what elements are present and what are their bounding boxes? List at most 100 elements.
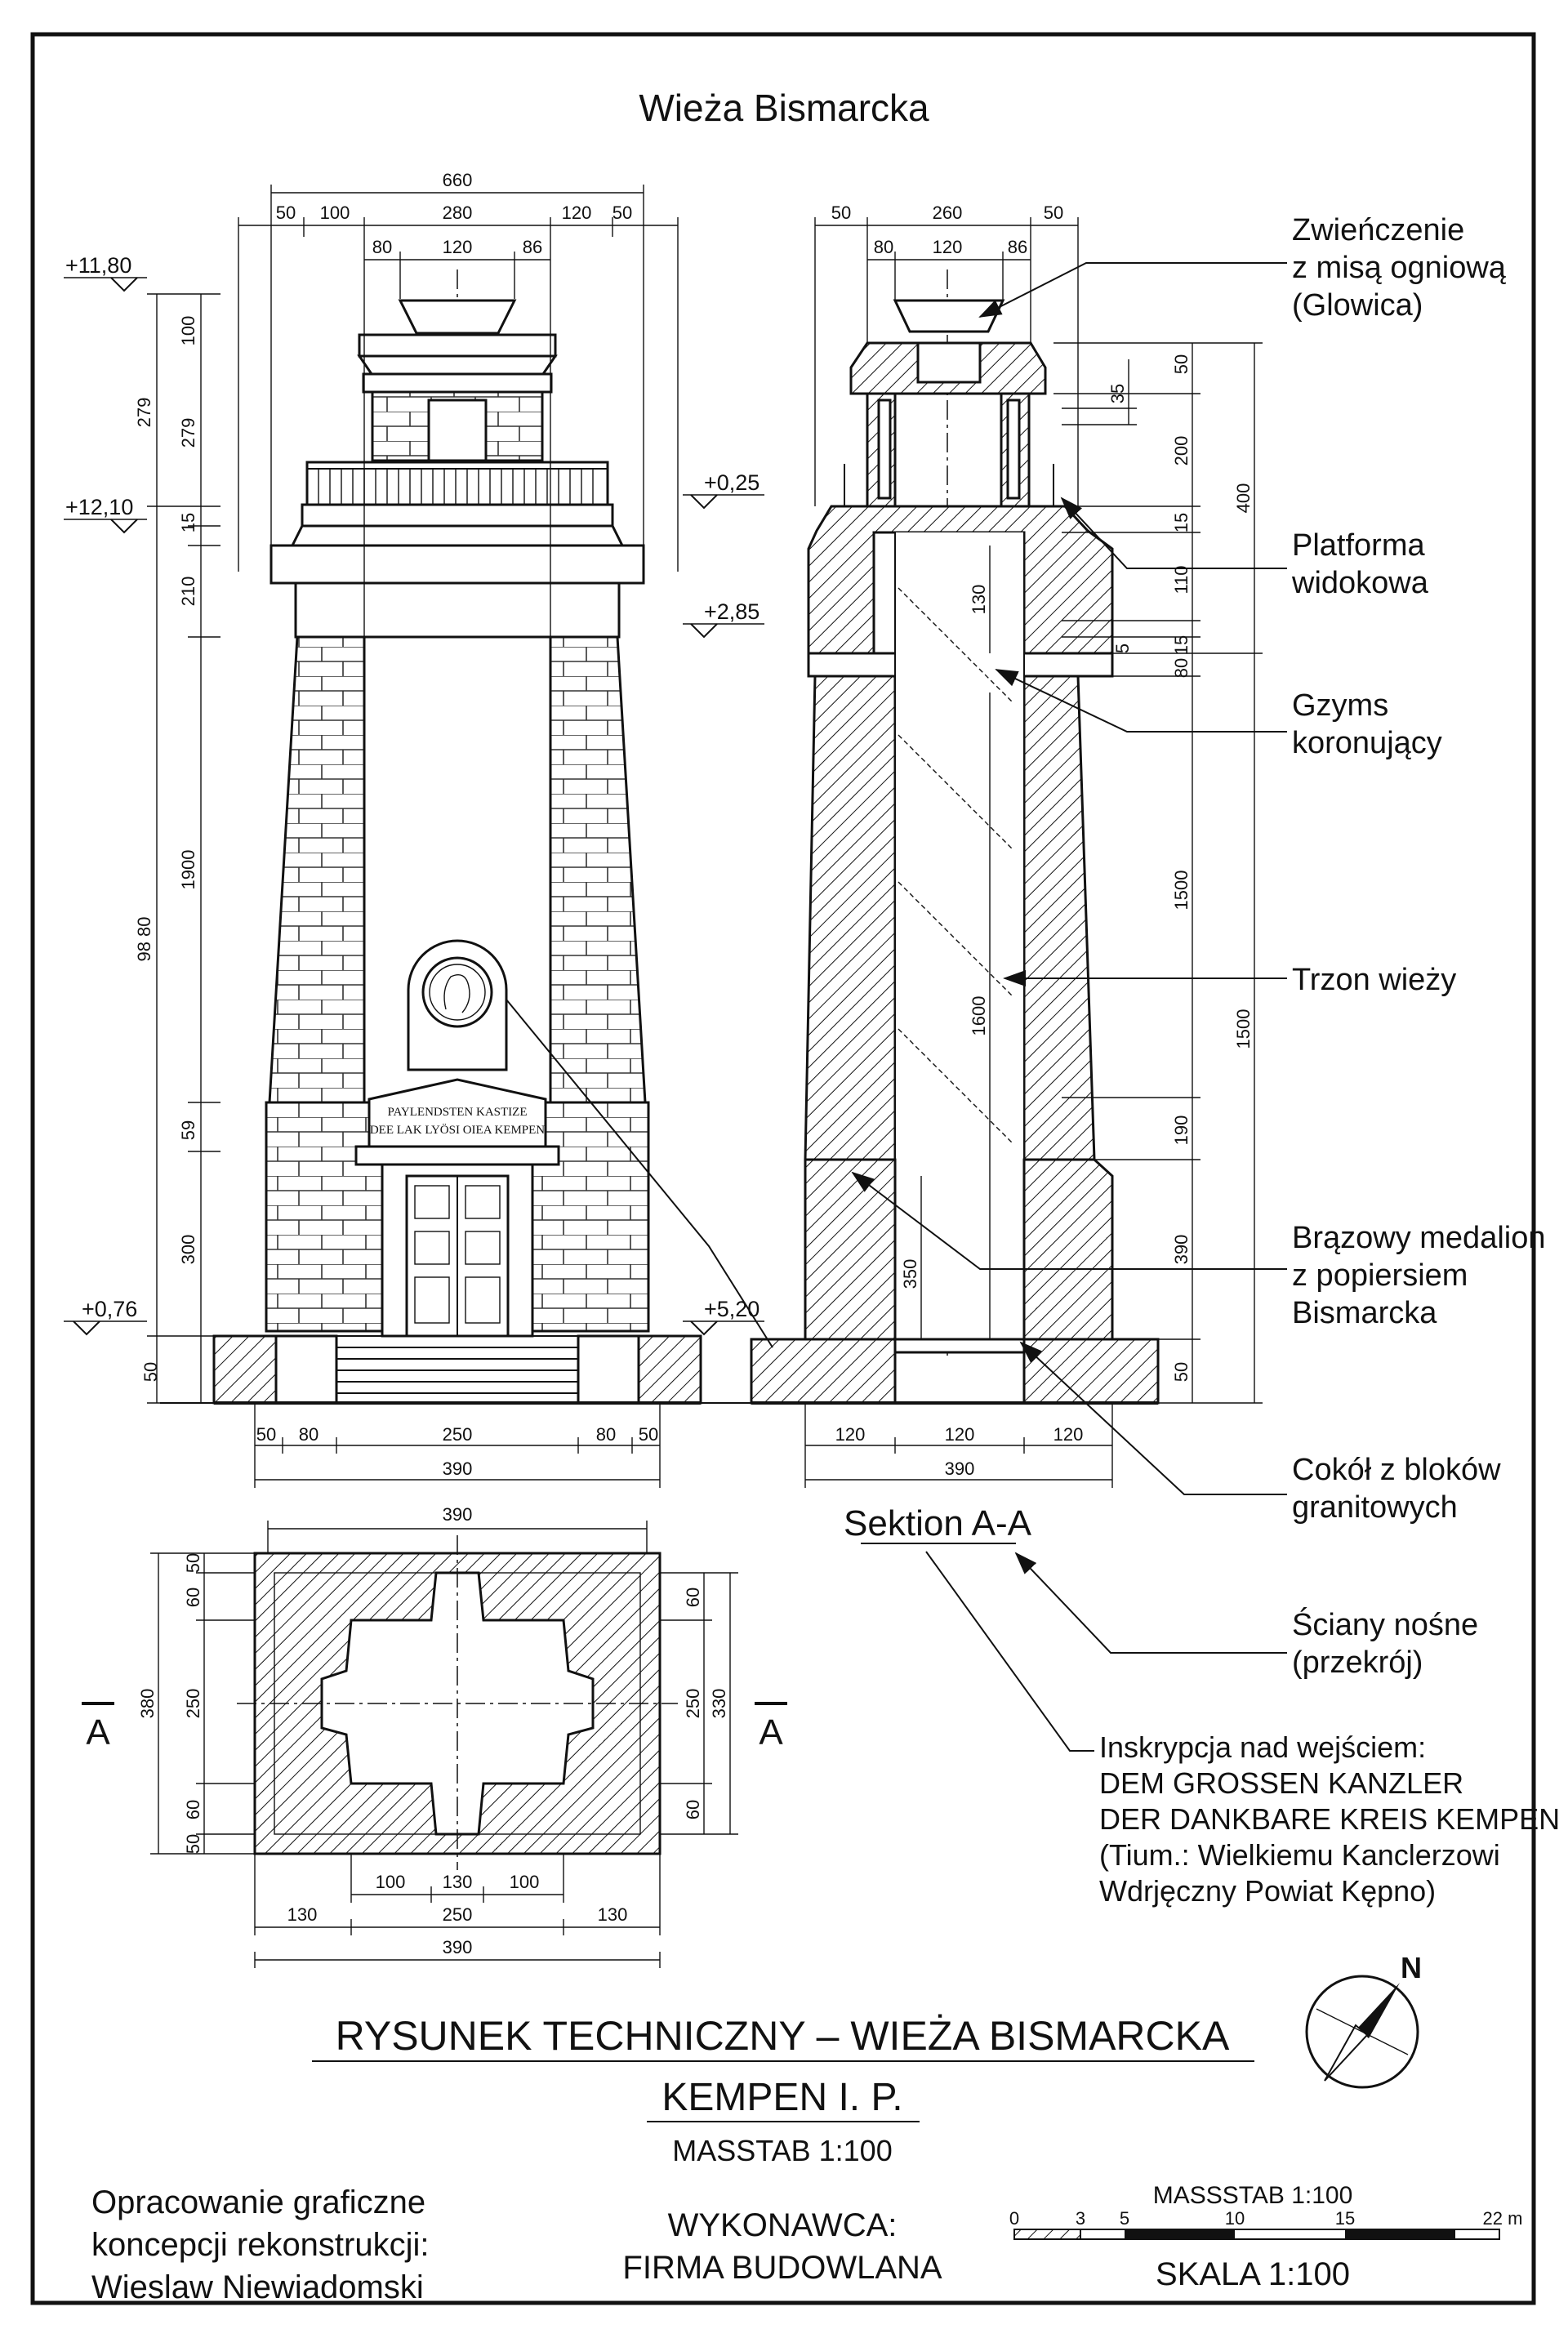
svg-text:SKALA 1:100: SKALA 1:100 — [1156, 2256, 1350, 2292]
svg-text:DER DANKBARE KREIS KEMPEN: DER DANKBARE KREIS KEMPEN — [1099, 1802, 1560, 1836]
platform-railing — [305, 461, 609, 506]
fire-bowl — [398, 299, 517, 335]
svg-text:DEM GROSSEN KANZLER: DEM GROSSEN KANZLER — [1099, 1766, 1463, 1800]
svg-text:50: 50 — [256, 1424, 276, 1445]
plaque-line-1: PAYLENDSTEN KASTIZE — [388, 1106, 528, 1119]
svg-text:250: 250 — [443, 1904, 473, 1925]
svg-text:Ściany nośne: Ściany nośne — [1292, 1605, 1478, 1642]
inscription-plaque — [368, 1078, 547, 1148]
svg-text:50: 50 — [1171, 354, 1192, 374]
svg-text:+5,20: +5,20 — [704, 1297, 760, 1321]
section-plinth — [804, 1158, 897, 1341]
svg-text:1500: 1500 — [1171, 871, 1192, 911]
svg-text:15: 15 — [1171, 635, 1192, 655]
elevation-dims-left: 279 98 80 100 279 15 210 1900 59 300 50 — [134, 293, 220, 1404]
sheet-border — [30, 32, 1536, 2305]
svg-text:10: 10 — [1225, 2208, 1245, 2229]
svg-text:35: 35 — [1107, 384, 1128, 403]
svg-text:80: 80 — [299, 1424, 318, 1445]
svg-text:Wieslaw Niewiadomski: Wieslaw Niewiadomski — [91, 2269, 424, 2305]
svg-text:98 80: 98 80 — [134, 916, 154, 961]
section-marks: A A — [82, 1702, 787, 1752]
section-title: Sektion A-A — [844, 1503, 1032, 1543]
svg-text:250: 250 — [683, 1689, 703, 1719]
svg-text:330: 330 — [709, 1689, 729, 1719]
svg-text:80: 80 — [372, 237, 392, 257]
svg-text:86: 86 — [1008, 237, 1027, 257]
main-title: RYSUNEK TECHNICZNY – WIEŻA BISMARCKA — [336, 2013, 1230, 2059]
svg-text:100: 100 — [320, 203, 350, 223]
title-block: RYSUNEK TECHNICZNY – WIEŻA BISMARCKA KEM… — [91, 2013, 1254, 2305]
svg-text:5: 5 — [1112, 644, 1133, 653]
plan-view — [237, 1535, 678, 1870]
svg-text:Platforma: Platforma — [1292, 528, 1425, 563]
svg-text:koncepcji rekonstrukcji:: koncepcji rekonstrukcji: — [91, 2227, 430, 2263]
svg-text:Brązowy medalion: Brązowy medalion — [1292, 1221, 1545, 1255]
svg-text:279: 279 — [178, 418, 198, 448]
svg-text:granitowych: granitowych — [1292, 1490, 1458, 1525]
cornice — [270, 544, 645, 585]
svg-text:300: 300 — [178, 1235, 198, 1265]
svg-text:280: 280 — [443, 203, 473, 223]
section-dims-right: 50 35 200 15 110 5 15 80 1500 190 390 50… — [1054, 342, 1263, 1404]
svg-text:Trzon wieży: Trzon wieży — [1292, 963, 1456, 997]
svg-text:390: 390 — [443, 1458, 473, 1479]
svg-text:A: A — [759, 1712, 783, 1752]
svg-text:z misą ogniową: z misą ogniową — [1292, 251, 1507, 285]
svg-text:100: 100 — [510, 1872, 540, 1892]
svg-text:50: 50 — [1171, 1362, 1192, 1382]
svg-text:400: 400 — [1233, 483, 1254, 514]
svg-text:0: 0 — [1009, 2208, 1019, 2229]
svg-text:Zwieńczenie: Zwieńczenie — [1292, 213, 1464, 247]
svg-text:100: 100 — [376, 1872, 406, 1892]
svg-text:+11,80: +11,80 — [65, 253, 131, 278]
svg-text:50: 50 — [140, 1362, 161, 1382]
svg-text:80: 80 — [1171, 658, 1192, 678]
svg-text:z popiersiem: z popiersiem — [1292, 1258, 1468, 1293]
svg-text:279: 279 — [134, 398, 154, 428]
svg-text:80: 80 — [596, 1424, 616, 1445]
section-shaft-right — [1022, 675, 1096, 1161]
section-dims-top: 50 260 50 80 120 86 — [814, 203, 1079, 506]
svg-text:15: 15 — [1171, 513, 1192, 532]
svg-text:210: 210 — [178, 577, 198, 607]
svg-text:50: 50 — [276, 203, 296, 223]
svg-text:Opracowanie graficzne: Opracowanie graficzne — [91, 2184, 425, 2220]
svg-text:120: 120 — [1054, 1424, 1084, 1445]
section-dims-bottom: 120 120 120 390 — [804, 1405, 1113, 1488]
crown-door — [427, 399, 488, 462]
svg-text:130: 130 — [598, 1904, 628, 1925]
svg-text:390: 390 — [1171, 1235, 1192, 1265]
svg-text:WYKONAWCA:: WYKONAWCA: — [668, 2207, 898, 2243]
svg-text:50: 50 — [183, 1834, 203, 1854]
svg-text:50: 50 — [612, 203, 632, 223]
svg-text:86: 86 — [523, 237, 542, 257]
svg-text:60: 60 — [183, 1800, 203, 1819]
svg-text:120: 120 — [945, 1424, 975, 1445]
svg-text:59: 59 — [178, 1120, 198, 1140]
svg-text:120: 120 — [933, 237, 963, 257]
svg-text:380: 380 — [137, 1689, 158, 1719]
level-marks: +11,80 +12,10 +0,76 +0,25 +2,85 +5,20 — [64, 253, 764, 1336]
svg-text:120: 120 — [835, 1424, 866, 1445]
location-title: KEMPEN I. P. — [662, 2076, 902, 2119]
svg-text:koronujący: koronujący — [1292, 726, 1442, 760]
crown-top — [358, 333, 557, 358]
plaque-line-2: DEE LAK LYÖSI OIEA KEMPEN — [370, 1123, 545, 1137]
svg-text:130: 130 — [969, 585, 989, 615]
elevation-dims-top: 660 50 100 280 120 50 80 120 86 — [238, 170, 679, 637]
svg-text:60: 60 — [183, 1588, 203, 1607]
svg-text:22 m: 22 m — [1483, 2208, 1523, 2229]
elevation-view: PAYLENDSTEN KASTIZE DEE LAK LYÖSI OIEA K… — [160, 269, 751, 1405]
svg-text:100: 100 — [178, 316, 198, 346]
svg-text:60: 60 — [683, 1588, 703, 1607]
svg-text:3: 3 — [1076, 2208, 1085, 2229]
svg-text:(Tium.: Wielkiemu Kanclerzowi: (Tium.: Wielkiemu Kanclerzowi — [1099, 1838, 1500, 1872]
svg-text:5: 5 — [1120, 2208, 1129, 2229]
svg-text:+12,10: +12,10 — [65, 495, 133, 519]
svg-text:MASSSTAB 1:100: MASSSTAB 1:100 — [1153, 2182, 1353, 2209]
compass-icon: N — [1305, 1951, 1422, 2089]
svg-text:(przekrój): (przekrój) — [1292, 1646, 1423, 1680]
svg-text:350: 350 — [900, 1259, 920, 1289]
